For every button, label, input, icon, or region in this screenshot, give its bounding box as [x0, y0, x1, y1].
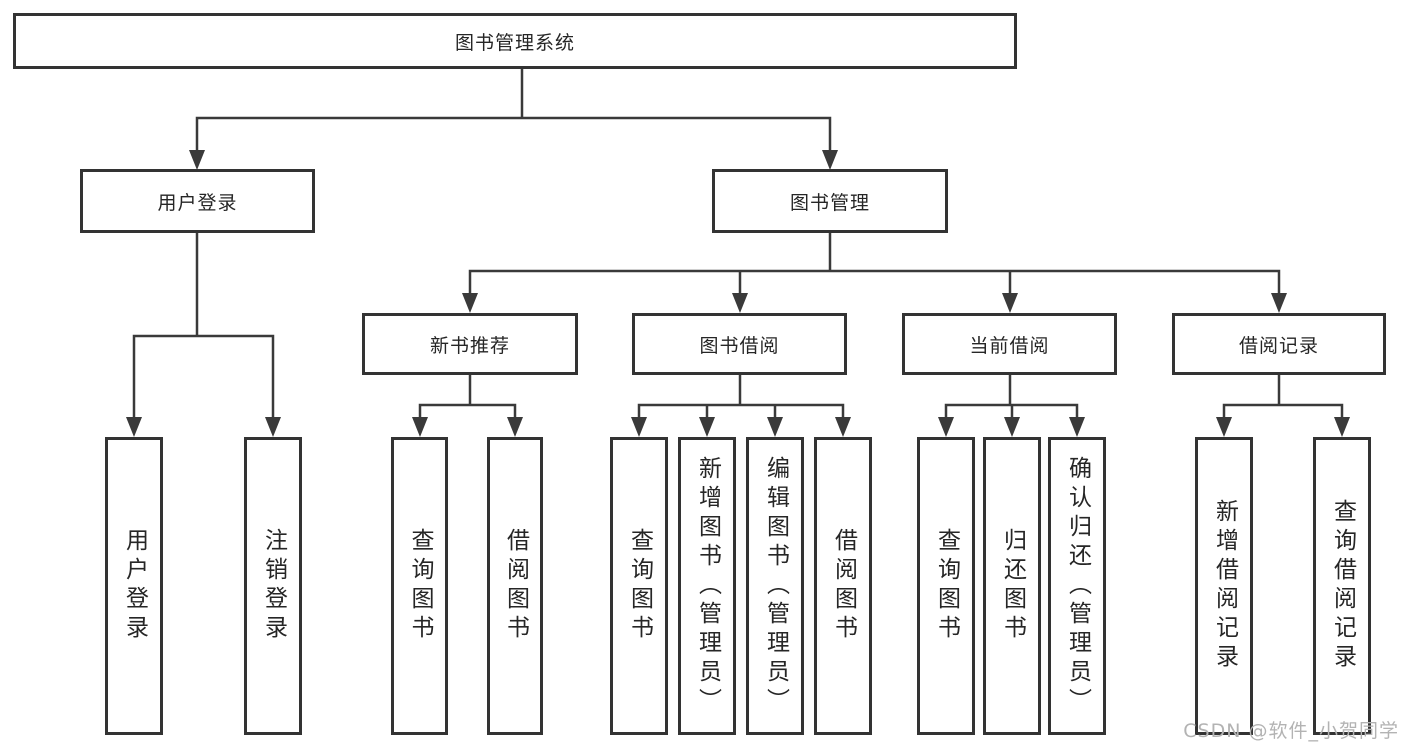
connector-current-borrow-to-leaves: [944, 373, 1079, 423]
connector-book-mgmt-to-level3: [468, 231, 1281, 299]
leaf-query-books-borrow: 查询图书: [610, 437, 668, 735]
node-book-management: 图书管理: [712, 169, 948, 233]
arrowheads: [126, 150, 1350, 437]
leaf-query-borrow-record: 查询借阅记录: [1313, 437, 1371, 735]
node-book-management-label: 图书管理: [789, 191, 870, 214]
connector-root-to-level2: [195, 68, 832, 156]
connector-borrow-record-to-leaves: [1222, 373, 1344, 423]
leaf-query-books-current: 查询图书: [917, 437, 975, 735]
node-user-login-branch: 用户登录: [80, 169, 315, 233]
node-root-label: 图书管理系统: [454, 31, 575, 54]
node-book-borrowing: 图书借阅: [632, 313, 847, 375]
node-current-borrowing-label: 当前借阅: [969, 334, 1050, 357]
leaf-add-borrow-record: 新增借阅记录: [1195, 437, 1253, 735]
leaf-query-books-rec-label: 查询图书: [407, 528, 433, 644]
leaf-borrow-books-rec-label: 借阅图书: [502, 528, 529, 644]
leaf-query-borrow-record-label: 查询借阅记录: [1329, 499, 1356, 673]
leaf-query-books-rec: 查询图书: [391, 437, 448, 735]
leaf-borrow-books-label: 借阅图书: [830, 528, 857, 644]
leaf-edit-books-admin-label: 编辑图书（管理员）: [762, 455, 789, 717]
node-borrowing-records-label: 借阅记录: [1238, 334, 1319, 357]
node-borrowing-records: 借阅记录: [1172, 313, 1386, 375]
leaf-return-books: 归还图书: [983, 437, 1041, 735]
leaf-logout: 注销登录: [244, 437, 302, 735]
leaf-query-books-current-label: 查询图书: [933, 528, 960, 644]
leaf-borrow-books: 借阅图书: [814, 437, 872, 735]
leaf-return-books-label: 归还图书: [999, 528, 1026, 644]
node-new-book-recommend: 新书推荐: [362, 313, 578, 375]
leaf-query-books-borrow-label: 查询图书: [626, 528, 653, 644]
csdn-watermark: CSDN @软件_小贺同学: [1183, 720, 1399, 742]
leaf-add-books-admin-label: 新增图书（管理员）: [694, 455, 721, 717]
node-root-system: 图书管理系统: [13, 13, 1017, 69]
leaf-add-borrow-record-label: 新增借阅记录: [1211, 499, 1238, 673]
connector-new-book-rec-to-leaves: [418, 373, 517, 423]
leaf-confirm-return-admin: 确认归还（管理员）: [1048, 437, 1106, 735]
node-user-login-label: 用户登录: [157, 191, 238, 214]
leaf-confirm-return-admin-label: 确认归还（管理员）: [1064, 455, 1091, 717]
leaf-edit-books-admin: 编辑图书（管理员）: [746, 437, 804, 735]
node-book-borrowing-label: 图书借阅: [699, 334, 780, 357]
leaf-user-login: 用户登录: [105, 437, 163, 735]
connector-user-login-to-leaves: [132, 231, 275, 423]
leaf-borrow-books-rec: 借阅图书: [487, 437, 543, 735]
leaf-logout-label: 注销登录: [260, 528, 287, 644]
leaf-user-login-label: 用户登录: [121, 528, 148, 644]
connector-book-borrow-to-leaves: [637, 373, 845, 423]
node-current-borrowing: 当前借阅: [902, 313, 1117, 375]
node-new-book-recommend-label: 新书推荐: [429, 334, 510, 357]
leaf-add-books-admin: 新增图书（管理员）: [678, 437, 736, 735]
